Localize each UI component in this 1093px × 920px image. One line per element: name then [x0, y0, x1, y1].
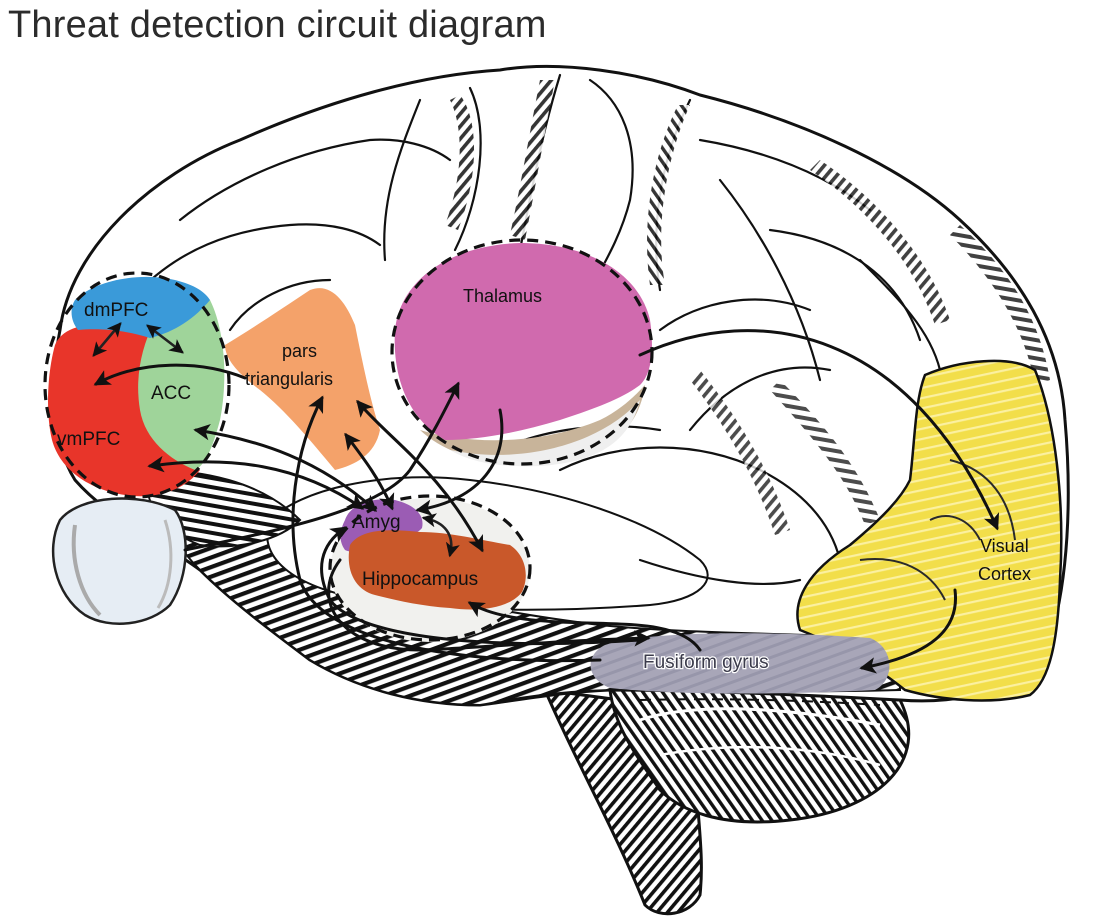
label-thalamus: Thalamus	[463, 286, 542, 306]
arrow-dmpfc-vmpfc	[92, 322, 122, 357]
arrow-amyg-vmpfc	[147, 455, 365, 510]
eye-shading	[156, 519, 173, 609]
label-visual-cortex-line1: Visual	[980, 536, 1029, 556]
arrow-dmpfc-acc	[146, 324, 184, 354]
eye	[51, 497, 187, 625]
prefrontal-dashed-outline	[43, 271, 231, 499]
label-amygdala: Amyg	[352, 512, 401, 533]
diagram-title: Threat detection circuit diagram	[8, 4, 547, 46]
thalamus-white-edge	[450, 400, 640, 467]
label-visual-cortex-line2: Cortex	[978, 564, 1031, 584]
arrow-fusiform-to-hippo	[467, 601, 702, 652]
arrow-thalamus-to-visual-cortex	[638, 329, 1000, 531]
fusiform-gyrus-region	[590, 633, 890, 694]
thalamus-dashed-outline	[390, 238, 654, 466]
eye-shading	[71, 524, 102, 617]
label-acc: ACC	[151, 383, 191, 404]
arrow-amyg-hippo	[421, 513, 460, 558]
arrow-amyg-to-fusiform	[327, 558, 651, 652]
arrow-pars-to-vmpfc	[93, 363, 247, 386]
arrow-fusiform-to-pars	[291, 395, 602, 663]
label-hippocampus: Hippocampus	[362, 569, 478, 590]
label-vmpfc: vmPFC	[57, 429, 120, 450]
label-fusiform-gyrus: Fusiform gyrus	[643, 652, 769, 673]
label-dmpfc: dmPFC	[84, 300, 148, 321]
label-pars-line2: triangularis	[245, 369, 333, 389]
connection-arrows	[92, 322, 1000, 674]
cerebellum-fold	[659, 745, 881, 767]
arrow-visual-cortex-to-fusiform	[859, 588, 958, 674]
limbic-dashed-outline	[328, 494, 532, 642]
sulcus-shading	[445, 80, 1050, 535]
label-pars-line1: pars	[282, 341, 317, 361]
arrow-hippo-pars	[356, 399, 484, 553]
cerebellum-fold	[639, 707, 881, 727]
visual-cortex-region	[796, 359, 1063, 702]
region-labels: dmPFC ACC vmPFC pars triangularis Thalam…	[57, 286, 1031, 674]
